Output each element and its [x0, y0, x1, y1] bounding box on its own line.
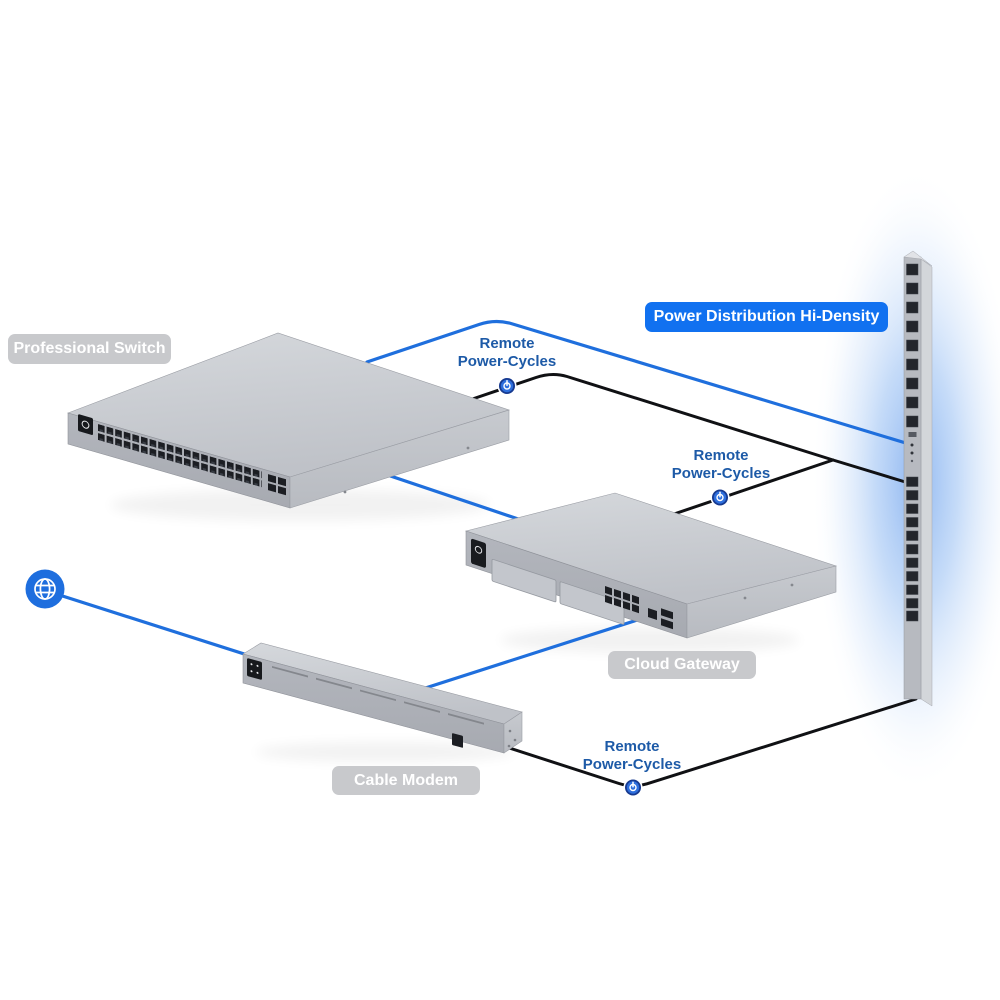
link-modem-gateway	[386, 616, 644, 702]
annotation-modem-power: Remote Power-Cycles	[542, 738, 722, 774]
annotation-line: Power-Cycles	[582, 756, 682, 773]
annotation-line: Remote	[479, 335, 535, 352]
annotation-line: Remote	[604, 738, 660, 755]
link-switch-pdu	[365, 319, 911, 446]
pdu-outlets	[906, 263, 919, 622]
internet-globe-icon	[25, 569, 65, 609]
power-line-gateway	[650, 458, 835, 523]
switch-display	[78, 414, 93, 435]
cable-modem-label: Cable Modem	[332, 766, 480, 795]
gateway-shadow	[500, 627, 800, 653]
power-distribution-label: Power Distribution Hi-Density	[645, 302, 888, 332]
annotation-line: Remote	[693, 447, 749, 464]
cloud-gateway-label: Cloud Gateway	[608, 651, 756, 679]
gateway-drive-bays	[491, 558, 625, 625]
cable-modem-device	[242, 642, 523, 754]
power-line-switch	[469, 373, 914, 486]
gateway-lan-ports	[605, 586, 639, 614]
modem-lan-port	[452, 733, 463, 748]
modem-vents	[272, 666, 484, 725]
power-cycle-node-switch	[496, 375, 518, 397]
power-cycle-node-gateway	[709, 487, 731, 508]
modem-display	[247, 658, 262, 680]
professional-switch-device	[67, 332, 510, 509]
annotation-gateway-power: Remote Power-Cycles	[631, 447, 811, 483]
pdu-device	[903, 250, 933, 707]
power-cycle-node-modem	[622, 777, 644, 798]
professional-switch-label: Professional Switch	[8, 334, 171, 364]
pdu-controls	[908, 432, 917, 463]
gateway-sfp-ports	[648, 608, 673, 630]
annotation-switch-power: Remote Power-Cycles	[417, 335, 597, 371]
annotation-line: Power-Cycles	[457, 353, 557, 370]
gateway-display	[471, 538, 486, 568]
switch-ports	[98, 424, 286, 496]
modem-shadow	[255, 742, 515, 762]
annotation-line: Power-Cycles	[671, 465, 771, 482]
cloud-gateway-device	[464, 492, 838, 639]
